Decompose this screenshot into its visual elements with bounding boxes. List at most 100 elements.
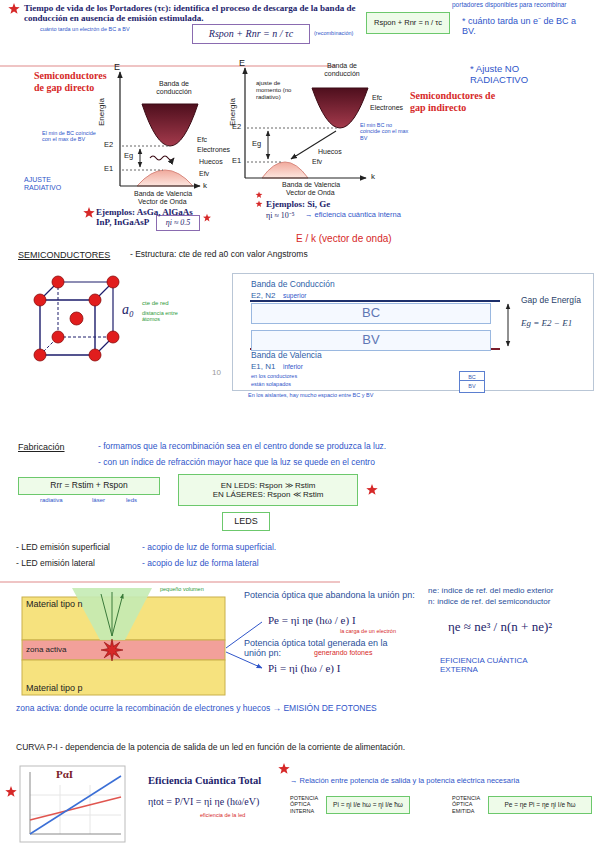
handwritten-note: portadores disponibles para recombinar <box>452 1 567 8</box>
diagram-label: Banda de Valencia <box>134 190 192 198</box>
handwritten-note: E / k (vector de onda) <box>296 233 392 245</box>
heading-text: Ejemplos: AsGa, AlGaAs InP, InGaAsP <box>96 207 206 228</box>
crystal-cube <box>34 349 46 361</box>
divider-line <box>0 581 340 583</box>
crystal-cube <box>34 294 46 306</box>
diagram-label: Energía <box>228 98 237 126</box>
led-device <box>101 592 123 636</box>
node-text: Pe = ηe Pi = ηe ηi I/e ħω <box>504 801 575 808</box>
handwritten-note: leds <box>126 497 137 504</box>
handwritten-note: POTENCIA ÓPTICA INTERNA <box>290 795 324 814</box>
handwritten-note: SEMICONDUCTORES <box>18 250 110 260</box>
star-mark <box>278 763 289 774</box>
crystal-cube <box>40 282 113 355</box>
crystal-cube <box>70 312 83 325</box>
p-layer: Material tipo p <box>22 660 225 695</box>
heading-text: Ejemplos: Si, Ge <box>266 199 330 209</box>
node-text: ηi ≈ 0.5 <box>166 218 191 227</box>
heading-text: Pi = ηi (hω / e) I <box>268 662 340 675</box>
diagram-label: Eg <box>124 152 133 161</box>
diagram-label: E <box>239 58 245 68</box>
handwritten-note: cte de red <box>142 300 169 307</box>
node-text: zona activa <box>26 645 66 654</box>
diagram-label: ne: índice de ref. del medio exterior <box>428 586 553 595</box>
diagram-label: Banda de conducción <box>144 80 204 96</box>
diagram-label: ajuste de momento (no radiativo) <box>256 80 302 101</box>
rate-box: EN LEDS: Rspon ≫ RstimEN LÁSERES: Rspon … <box>178 474 358 506</box>
conduction-band: BC <box>251 303 491 324</box>
handwritten-note: - Estructura: cte de red a0 con valor An… <box>130 250 308 260</box>
diagram-label: E <box>114 62 120 72</box>
node-text: E2, N2 <box>251 291 275 300</box>
node-text: Eg = E2 − E1 <box>521 318 572 328</box>
handwritten-note: AJUSTE RADIATIVO <box>24 176 84 192</box>
star-mark <box>5 786 16 797</box>
node-text: E1, N1 <box>251 362 275 371</box>
handwritten-note: - LED emisión superficial <box>16 543 110 553</box>
handwritten-note: EFICIENCIA CUÁNTICA EXTERNA <box>440 656 550 674</box>
diagram-label: E1 <box>232 157 241 166</box>
handwritten-note: Fabricación <box>18 442 65 452</box>
band-diagram-indirect <box>262 162 308 178</box>
handwritten-note: (recombinación) <box>314 30 353 36</box>
handwritten-note: pequeño volumen <box>160 586 204 592</box>
diagram-label: k <box>203 181 207 190</box>
crystal-cube <box>34 276 119 361</box>
handwritten-note: eficiencia de la led <box>200 812 245 818</box>
handwritten-note: radiativa <box>40 497 63 504</box>
band-diagram-indirect <box>245 177 366 178</box>
band-diagram-indirect <box>268 131 269 159</box>
handwritten-note: - acopio de luz de forma superficial. <box>142 543 276 553</box>
heading-text: Semiconductores de gap indirecto <box>410 90 500 113</box>
p-i-chart <box>20 766 125 842</box>
p-i-chart <box>30 776 121 834</box>
band-diagram-direct <box>142 104 198 146</box>
heading-text: a₀ <box>122 302 134 318</box>
node-text: BV <box>362 333 379 348</box>
handwritten-note: láser <box>92 497 105 504</box>
section-box: LEDS <box>222 512 270 531</box>
handwritten-note: generando fotones <box>314 649 372 657</box>
band-diagram-direct <box>122 146 168 170</box>
diagram-label: Potencia óptica que abandona la unión pn… <box>244 590 422 600</box>
star-mark <box>256 200 263 207</box>
p-i-chart <box>30 772 121 834</box>
star-mark <box>83 207 94 218</box>
rate-box: Rrr = Rstim + Rspon <box>18 477 160 495</box>
band-diagram-indirect <box>312 88 368 128</box>
node-text: Rspon + Rnr = n / τc <box>209 28 293 40</box>
handwritten-note: → eficiencia cuántica interna <box>305 211 401 220</box>
diagram-label: 10 <box>212 368 221 377</box>
star-mark <box>366 484 377 495</box>
diagram-label: E1 <box>104 165 113 174</box>
diagram-label: Electrones <box>197 146 230 154</box>
band-diagram-indirect <box>245 68 368 178</box>
divider-line <box>0 65 336 67</box>
node-text: BV <box>468 383 475 389</box>
heading-text: Semiconductores de gap directo <box>34 70 118 93</box>
node-text: Banda de Valencia <box>251 351 322 361</box>
diagram-label: Efc <box>372 94 382 102</box>
diagram-label: n: índice de ref. del semiconductor <box>428 597 550 606</box>
handwritten-note: El min BC no coincide con el max BV <box>360 122 412 141</box>
node-text: LEDS <box>234 516 258 526</box>
band-diagram-direct <box>150 156 174 160</box>
handwritten-note: - formamos que la recombinación sea en e… <box>98 442 386 452</box>
heading-text: ηe ≈ ne³ / n(n + ne)² <box>448 620 552 635</box>
energy-band-lines <box>508 304 509 346</box>
handwritten-note: cuánto tarda un electrón de BC a BV <box>40 26 180 32</box>
led-device <box>22 588 262 695</box>
node-text: Material tipo p <box>26 683 83 693</box>
crystal-cube <box>52 331 64 343</box>
crystal-cube <box>107 331 119 343</box>
formula-box: Rspon + Rnr = n / τc <box>192 24 310 44</box>
handwritten-note: - acopio de luz de forma lateral <box>142 559 259 569</box>
band-diagram-indirect <box>247 128 338 162</box>
band-diagram-direct <box>137 170 193 186</box>
star-mark <box>8 3 19 14</box>
node-text: Rspon + Rnr = n / τc <box>374 19 442 28</box>
diagram-label: Efv <box>312 158 322 166</box>
formula-box: Pi = ηi I/e hω = ηi I/e ħω <box>326 796 410 814</box>
